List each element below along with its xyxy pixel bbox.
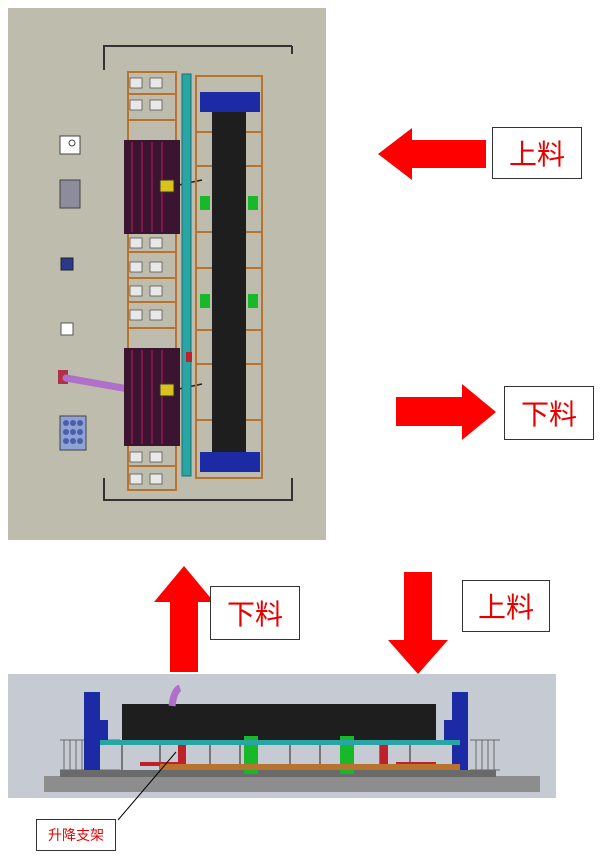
load-label-bottom: 上料 xyxy=(462,580,550,632)
flange-top xyxy=(200,92,260,112)
pipe-plan xyxy=(212,112,246,452)
load-label-top: 上料 xyxy=(492,127,582,179)
load-arrow-bottom xyxy=(388,572,448,674)
welding-frame xyxy=(124,71,203,491)
junction-box xyxy=(60,322,74,336)
floor-base xyxy=(44,776,540,792)
load-arrow-top xyxy=(378,128,486,180)
pipe-support-frame xyxy=(195,75,263,479)
enclosure-lines xyxy=(103,45,293,501)
lift-support-label: 升降支架 xyxy=(36,819,116,851)
drive-unit xyxy=(60,257,74,271)
lift-support-leader xyxy=(117,751,177,821)
side-equipment xyxy=(58,135,149,451)
unload-label-bottom: 下料 xyxy=(210,586,300,640)
elevation-view xyxy=(8,674,556,821)
guide-rail xyxy=(181,73,192,477)
pipe-elevation xyxy=(122,704,436,744)
unload-arrow-bottom xyxy=(154,566,214,672)
flange-right xyxy=(452,692,468,770)
electrical-panel xyxy=(59,179,81,209)
unload-label-top: 下料 xyxy=(504,386,594,440)
flange-bottom xyxy=(200,452,260,472)
welding-torch-upper xyxy=(159,179,175,193)
welding-torch-lower xyxy=(159,383,175,397)
plan-view-background xyxy=(8,8,326,540)
flange-left xyxy=(84,692,100,770)
robot-arm-elevation xyxy=(168,684,182,707)
unload-arrow-top xyxy=(396,384,496,440)
plan-view xyxy=(8,8,326,540)
